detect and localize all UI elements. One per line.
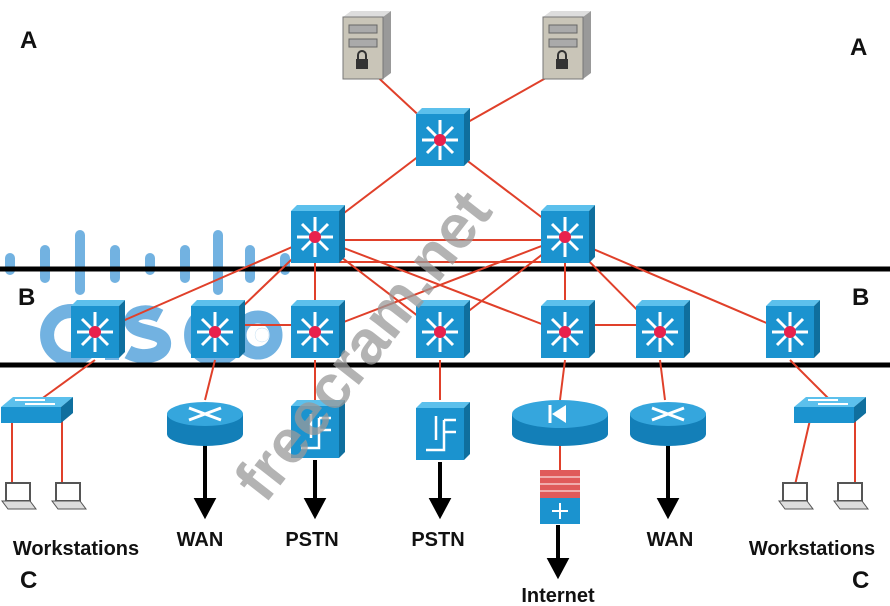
workstations-label: Workstations bbox=[749, 538, 875, 560]
pstn-label: PSTN bbox=[411, 529, 464, 551]
wan-label: WAN bbox=[647, 529, 694, 551]
zone-label-a: A bbox=[20, 27, 37, 54]
wan-label: WAN bbox=[177, 529, 224, 551]
pstn-label: PSTN bbox=[285, 529, 338, 551]
pstn-gateway-2 bbox=[414, 400, 472, 462]
access-switch bbox=[634, 298, 692, 360]
access-switch bbox=[69, 298, 127, 360]
zone-label-c: C bbox=[20, 567, 37, 594]
access-switch bbox=[539, 298, 597, 360]
firewall bbox=[540, 470, 580, 524]
zone-label-a: A bbox=[850, 34, 867, 61]
laptop-icon bbox=[778, 482, 814, 510]
workstations-label: Workstations bbox=[13, 538, 139, 560]
internet-label: Internet bbox=[521, 585, 595, 606]
vpn-concentrator bbox=[512, 400, 608, 446]
distribution-switch-left bbox=[289, 203, 347, 265]
uplink-arrows bbox=[193, 445, 680, 580]
workgroup-switch-right bbox=[793, 396, 867, 424]
distribution-switch-right bbox=[539, 203, 597, 265]
laptop-icon bbox=[51, 482, 87, 510]
wan-router-right bbox=[628, 400, 708, 448]
zone-label-c: C bbox=[852, 567, 869, 594]
laptop-icon bbox=[1, 482, 37, 510]
zone-label-b: B bbox=[852, 284, 869, 311]
core-switch bbox=[414, 106, 472, 168]
access-switch bbox=[189, 298, 247, 360]
server-right bbox=[542, 10, 592, 80]
laptop-icon bbox=[833, 482, 869, 510]
wan-router-left bbox=[165, 400, 245, 448]
workgroup-switch-left bbox=[0, 396, 74, 424]
access-switch bbox=[764, 298, 822, 360]
server-left bbox=[342, 10, 392, 80]
zone-label-b: B bbox=[18, 284, 35, 311]
